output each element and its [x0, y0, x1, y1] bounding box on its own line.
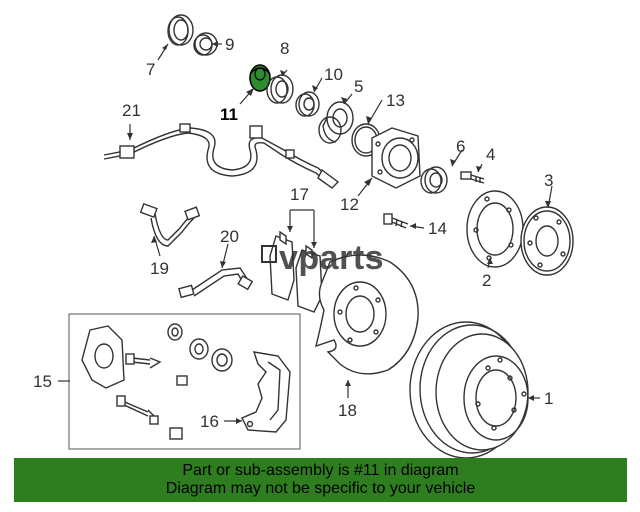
callout-5[interactable]: 5 [354, 77, 363, 96]
callout-3[interactable]: 3 [544, 171, 553, 190]
arrowheads [127, 41, 551, 424]
callout-11[interactable]: 11 [220, 105, 238, 124]
callout-numbers: 7 9 8 11 10 5 13 12 6 4 3 2 14 21 19 20 … [33, 35, 553, 431]
callout-20[interactable]: 20 [220, 227, 239, 246]
callout-4[interactable]: 4 [486, 145, 495, 164]
part-10-bearing[interactable] [295, 91, 320, 117]
callout-21[interactable]: 21 [122, 101, 141, 120]
watermark-text: vparts [279, 239, 384, 277]
callout-13[interactable]: 13 [386, 91, 405, 110]
callout-10[interactable]: 10 [324, 65, 343, 84]
part-3-plate[interactable] [520, 206, 574, 276]
callout-12[interactable]: 12 [340, 195, 359, 214]
callout-7[interactable]: 7 [146, 60, 155, 79]
part-16-caliper-bracket[interactable] [241, 351, 291, 433]
part-2-flange[interactable] [466, 190, 524, 268]
part-8-bearing[interactable] [266, 74, 294, 104]
callout-6[interactable]: 6 [456, 137, 465, 156]
part-20-brake-hose[interactable] [178, 267, 254, 299]
part-19-brake-hose[interactable] [139, 202, 201, 247]
part-4-stud[interactable] [460, 171, 485, 184]
part-15-caliper-components[interactable] [81, 323, 233, 440]
callout-16[interactable]: 16 [200, 412, 219, 431]
part-18-backing-plate[interactable] [315, 254, 419, 375]
part-1-rotor[interactable] [409, 321, 529, 459]
part-9-bearing[interactable] [193, 32, 218, 56]
callout-8[interactable]: 8 [280, 39, 289, 58]
part-12-hub[interactable] [371, 127, 421, 189]
footer-banner: Part or sub-assembly is #11 in diagram D… [14, 458, 627, 502]
callout-18[interactable]: 18 [338, 401, 357, 420]
callout-14[interactable]: 14 [428, 219, 447, 238]
part-5-bearing[interactable] [318, 101, 354, 144]
callout-17[interactable]: 17 [290, 185, 309, 204]
footer-line-1: Part or sub-assembly is #11 in diagram [182, 462, 459, 479]
part-14-bolt[interactable] [383, 213, 409, 229]
callout-15[interactable]: 15 [33, 372, 52, 391]
watermark: vparts [261, 239, 384, 277]
footer-line-2: Diagram may not be specific to your vehi… [165, 480, 476, 497]
callout-19[interactable]: 19 [150, 259, 169, 278]
callout-1[interactable]: 1 [544, 389, 553, 408]
part-11-seal-highlighted[interactable] [249, 64, 271, 92]
callout-9[interactable]: 9 [225, 35, 234, 54]
callout-2[interactable]: 2 [482, 271, 491, 290]
part-21-sensor-wire[interactable] [103, 123, 340, 189]
part-7-seal[interactable] [167, 14, 194, 46]
part-6-bearing[interactable] [420, 166, 448, 194]
